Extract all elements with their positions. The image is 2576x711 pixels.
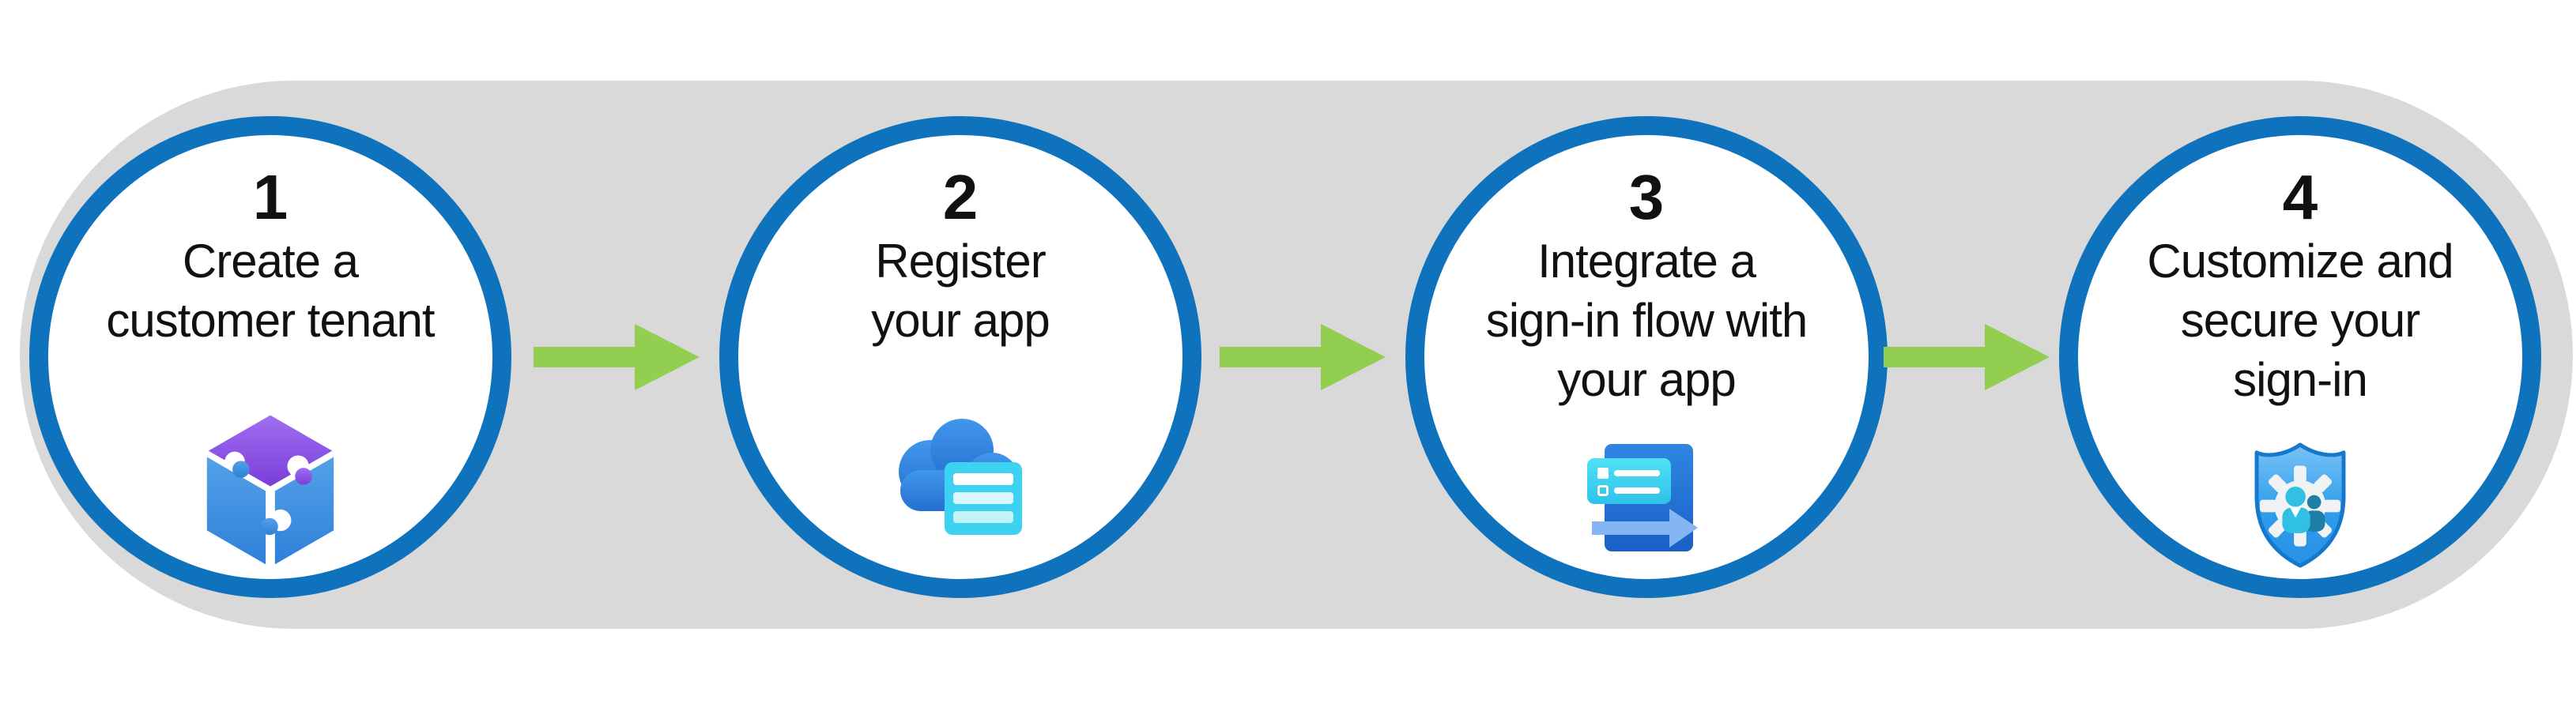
- flow-arrow-icon: [534, 324, 700, 390]
- step-circle-4: 4 Customize and secure your sign-in: [2059, 116, 2541, 598]
- sign-in-flow-icon: [1587, 439, 1706, 556]
- step-number: 1: [252, 162, 289, 232]
- step-number: 2: [942, 162, 979, 232]
- step-circle-2: 2 Register your app: [719, 116, 1201, 598]
- puzzle-cube-icon: [201, 410, 340, 570]
- step-number: 4: [2282, 162, 2318, 232]
- flow-arrow-icon: [1884, 324, 2050, 390]
- step-label: Customize and secure your sign-in: [2147, 235, 2453, 406]
- step-label: Create a customer tenant: [106, 235, 435, 347]
- step-label: Register your app: [871, 235, 1050, 347]
- step-circle-1: 1 Create a customer tenant: [29, 116, 511, 598]
- security-shield-icon: [2251, 442, 2350, 570]
- cloud-register-icon: [889, 415, 1032, 535]
- flow-arrow-icon: [1220, 324, 1386, 390]
- step-number: 3: [1628, 162, 1665, 232]
- step-label: Integrate a sign-in flow with your app: [1485, 235, 1808, 406]
- step-circle-3: 3 Integrate a sign-in flow with your app: [1405, 116, 1888, 598]
